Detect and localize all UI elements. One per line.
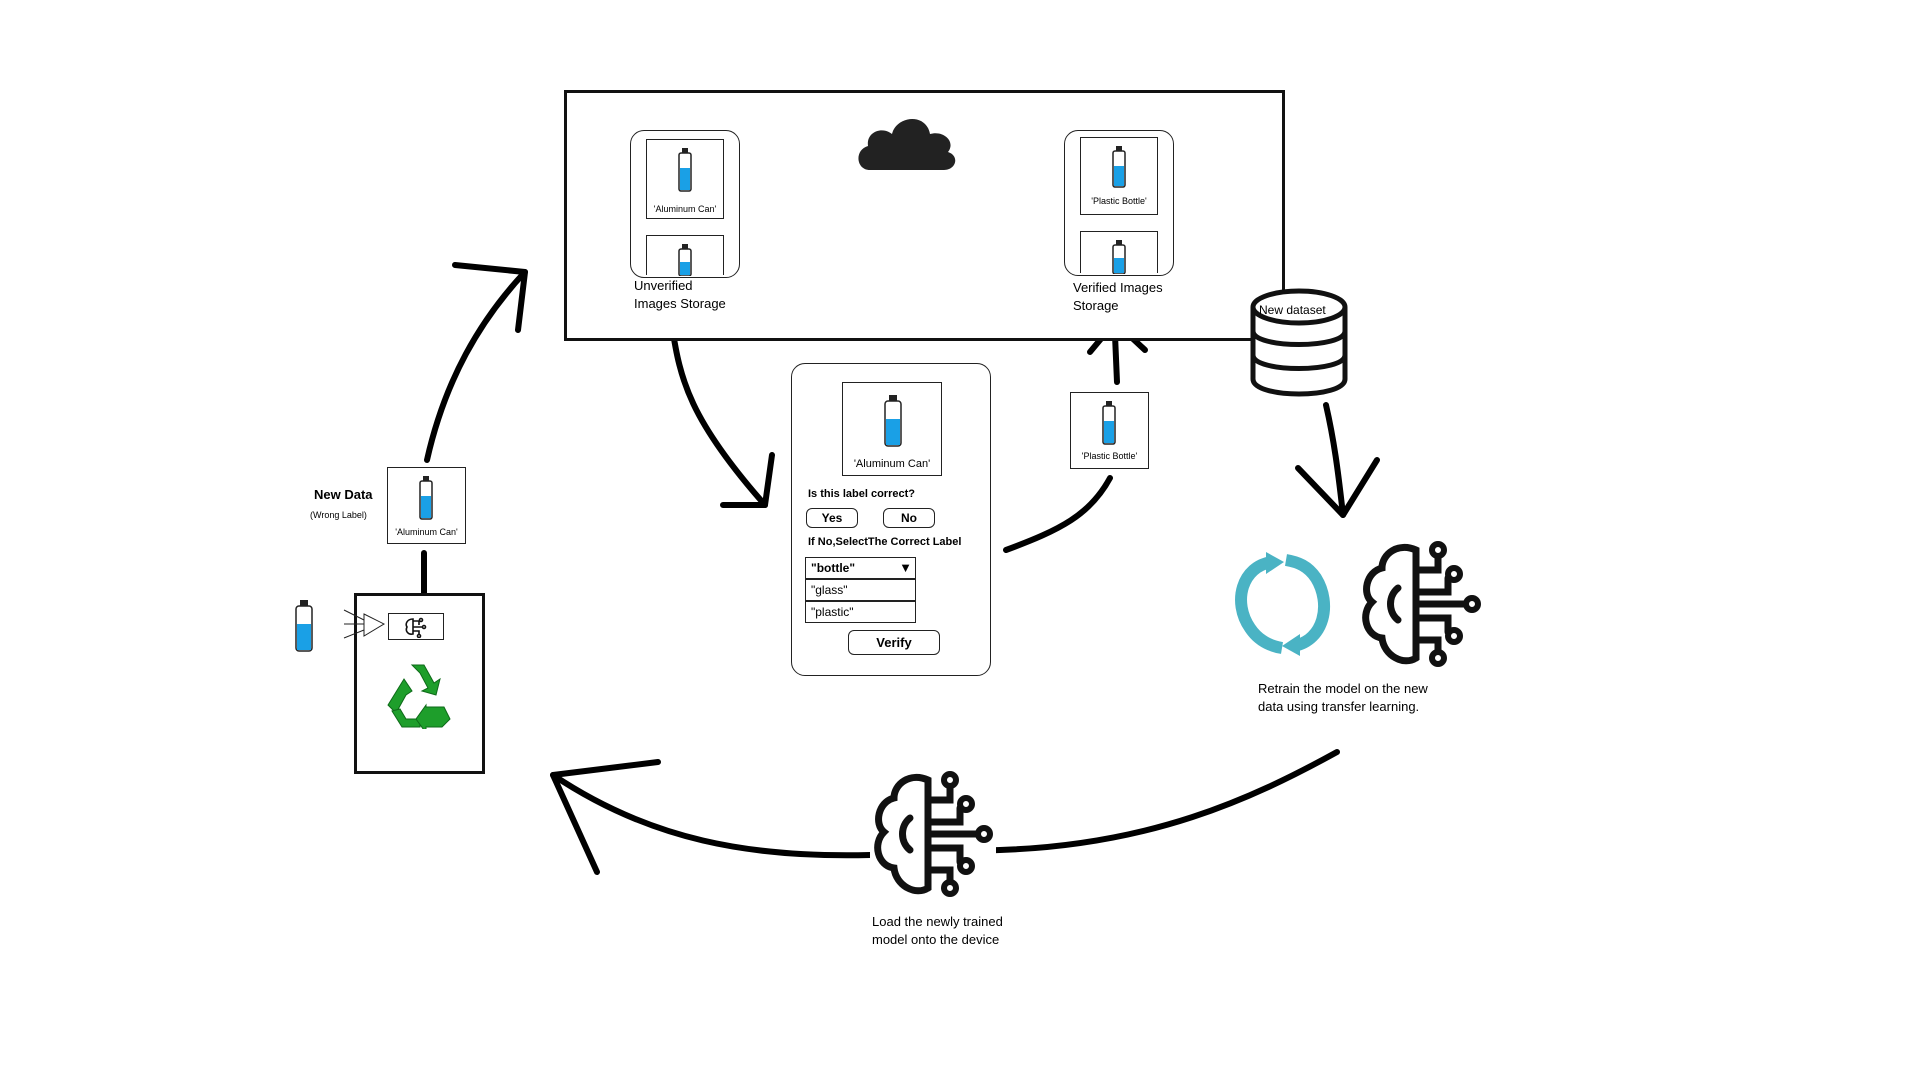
- cloud-icon: [858, 118, 956, 170]
- database-icon: [1250, 288, 1348, 397]
- bottle-icon: [678, 148, 692, 192]
- deploy-caption-2: model onto the device: [872, 932, 1000, 947]
- verified-label-2: Storage: [1073, 298, 1119, 313]
- verified-output-card: 'Plastic Bottle': [1070, 392, 1149, 469]
- verified-image-card-2: [1080, 231, 1158, 274]
- bottle-icon: [419, 476, 433, 520]
- bottle-icon: [1102, 401, 1116, 445]
- verified-storage: 'Plastic Bottle': [1064, 130, 1174, 276]
- label-option-plastic[interactable]: "plastic": [805, 601, 916, 623]
- camera-rays-icon: [343, 609, 386, 639]
- brain-chip-icon: [870, 770, 996, 900]
- form-image-card: 'Aluminum Can': [842, 382, 942, 476]
- verified-image-card: 'Plastic Bottle': [1080, 137, 1158, 215]
- new-dataset-label: New dataset: [1259, 303, 1326, 317]
- unverified-label-1: Unverified: [634, 278, 693, 293]
- arrow-dataset-to-retrain: [1323, 402, 1346, 518]
- device-camera-module: [388, 613, 444, 640]
- form-question: Is this label correct?: [808, 488, 915, 500]
- verified-output-label: 'Plastic Bottle': [1081, 451, 1138, 461]
- yes-button[interactable]: Yes: [806, 508, 858, 528]
- new-data-card: 'Aluminum Can': [387, 467, 466, 544]
- label-select-value: "bottle": [811, 561, 856, 575]
- arrow-up-verified: [1112, 332, 1120, 385]
- verified-card-label: 'Plastic Bottle': [1091, 196, 1147, 206]
- retrain-caption-1: Retrain the model on the new: [1258, 681, 1428, 696]
- unverified-storage: 'Aluminum Can': [630, 130, 740, 278]
- bottle-icon: [1112, 146, 1126, 188]
- new-data-subtitle: (Wrong Label): [310, 510, 367, 520]
- new-data-title: New Data: [314, 487, 373, 502]
- no-button[interactable]: No: [883, 508, 935, 528]
- label-select[interactable]: "bottle" ▼: [805, 557, 916, 579]
- bottle-icon: [1112, 240, 1126, 274]
- verify-form-panel: 'Aluminum Can' Is this label correct? Ye…: [791, 363, 991, 676]
- retrain-caption-2: data using transfer learning.: [1258, 699, 1420, 714]
- arrow-form-to-verified: [1003, 475, 1113, 553]
- arrow-device-to-cloud: [424, 269, 528, 463]
- arrow-unverified-to-form: [669, 323, 768, 508]
- unverified-card-label: 'Aluminum Can': [653, 204, 717, 214]
- recycle-icon: [387, 664, 451, 729]
- chevron-down-icon: ▼: [899, 560, 912, 575]
- label-option-glass[interactable]: "glass": [805, 579, 916, 601]
- refresh-icon: [1235, 552, 1330, 656]
- form-image-label: 'Aluminum Can': [853, 458, 931, 470]
- unverified-label-2: Images Storage: [634, 296, 726, 311]
- brain-chip-icon: [1362, 541, 1481, 667]
- unverified-image-card: 'Aluminum Can': [646, 139, 724, 219]
- new-data-card-label: 'Aluminum Can': [395, 527, 458, 537]
- bottle-icon: [884, 395, 902, 447]
- bottle-icon: [678, 244, 692, 276]
- form-instruction: If No,SelectThe Correct Label: [808, 536, 962, 548]
- deploy-caption-1: Load the newly trained: [872, 914, 1003, 929]
- brain-chip-icon: [405, 617, 427, 638]
- incoming-bottle-icon: [295, 600, 313, 652]
- verified-label-1: Verified Images: [1073, 280, 1163, 295]
- verify-button[interactable]: Verify: [848, 630, 940, 655]
- unverified-image-card-2: [646, 235, 724, 276]
